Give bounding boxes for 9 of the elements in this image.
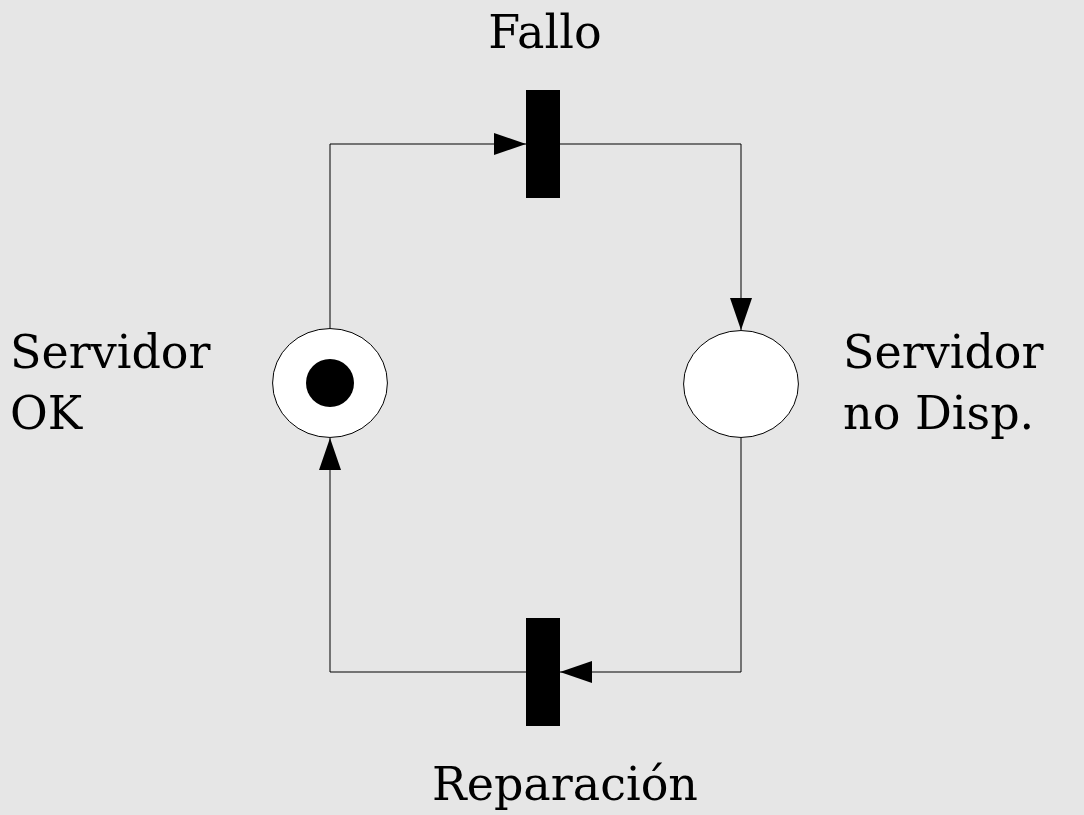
token-dot	[306, 359, 354, 407]
place-label: Servidor no Disp.	[843, 324, 1045, 442]
arrow	[329, 133, 527, 329]
arrow	[559, 143, 752, 331]
transition-label: Fallo	[487, 4, 603, 61]
place-label: Servidor OK	[10, 324, 212, 442]
arrow	[559, 437, 742, 683]
arrow	[319, 437, 527, 673]
transition-label: Reparación	[431, 756, 699, 813]
